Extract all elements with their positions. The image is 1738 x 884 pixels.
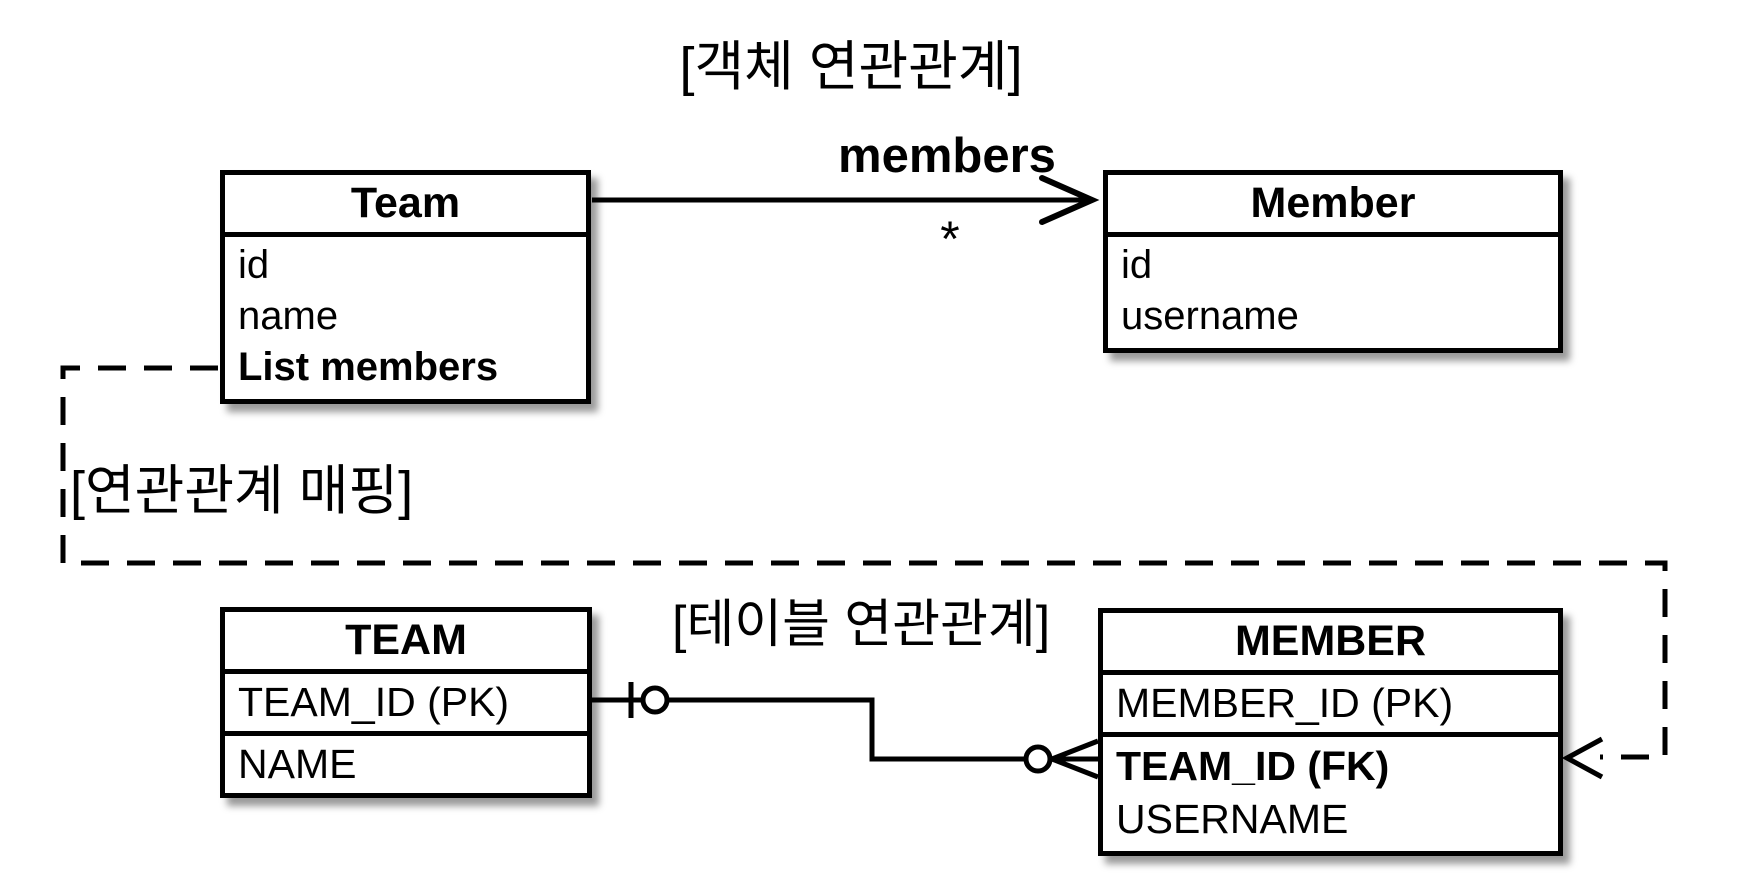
- team-class-fields: id name List members: [225, 237, 586, 399]
- association-multiplicity-label: *: [940, 211, 960, 267]
- table-connector-line: [667, 697, 1026, 762]
- team-table-col-team-id-pk: TEAM_ID (PK): [225, 674, 587, 736]
- member-table-col-team-id-fk: TEAM_ID (FK): [1116, 743, 1390, 789]
- member-class-fields: id username: [1108, 237, 1558, 348]
- mapping-arrowhead-icon: [1561, 736, 1604, 780]
- member-class-title: Member: [1108, 175, 1558, 237]
- crow-foot-many-icon: [1051, 738, 1099, 780]
- member-field-id: id: [1121, 243, 1153, 287]
- member-table-col-username: USERNAME: [1116, 796, 1349, 842]
- object-section-title: [객체 연관관계]: [679, 37, 1023, 97]
- team-field-id: id: [238, 243, 270, 287]
- optional-circle-team-icon: [640, 685, 670, 715]
- team-table-col-name: NAME: [238, 741, 357, 787]
- member-class-box: Member id username: [1103, 170, 1563, 353]
- association-arrowhead-icon: [1039, 175, 1100, 225]
- member-table-fk-cell: TEAM_ID (FK) USERNAME: [1103, 737, 1558, 851]
- team-table-title: TEAM: [225, 612, 587, 674]
- member-table-col-member-id-pk: MEMBER_ID (PK): [1103, 675, 1558, 737]
- member-field-username: username: [1121, 294, 1299, 338]
- member-table-title: MEMBER: [1103, 613, 1558, 675]
- association-name-label: members: [838, 129, 1056, 183]
- team-class-box: Team id name List members: [220, 170, 591, 404]
- table-section-title: [테이블 연관관계]: [672, 596, 1051, 654]
- optional-circle-member-icon: [1023, 744, 1053, 774]
- mapping-dashed-path: [60, 365, 1668, 760]
- team-table-box: TEAM TEAM_ID (PK) NAME: [220, 607, 592, 798]
- mapping-section-label: [연관관계 매핑]: [70, 461, 414, 521]
- team-class-title: Team: [225, 175, 586, 237]
- member-table-box: MEMBER MEMBER_ID (PK) TEAM_ID (FK) USERN…: [1098, 608, 1563, 856]
- team-field-name: name: [238, 294, 339, 338]
- team-field-list-members: List members: [238, 345, 499, 389]
